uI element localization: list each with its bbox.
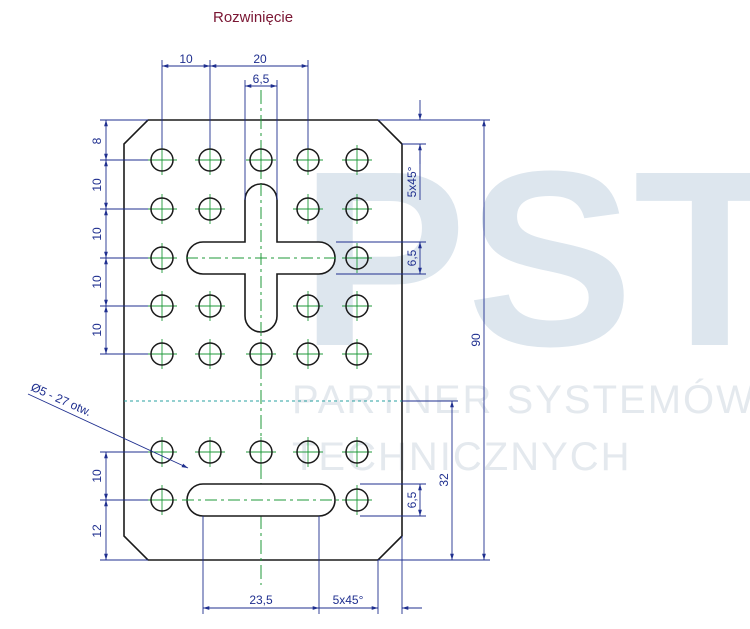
- hole: [293, 437, 323, 467]
- hole: [246, 339, 276, 369]
- hole: [147, 291, 177, 321]
- hole: [147, 339, 177, 369]
- hole: [342, 291, 372, 321]
- dim-slot-width-top: 6,5: [253, 72, 270, 86]
- watermark-logo: PST: [300, 119, 750, 398]
- hole: [246, 437, 276, 467]
- hole: [342, 339, 372, 369]
- hole: [293, 145, 323, 175]
- hole: [293, 291, 323, 321]
- dim-slot-width-cross: 6,5: [405, 249, 419, 266]
- hole: [147, 243, 177, 273]
- hole: [342, 243, 372, 273]
- hole: [342, 194, 372, 224]
- dim-height-lower: 32: [437, 473, 451, 487]
- dim-hole-spacing-h2: 20: [253, 52, 267, 66]
- dim-row-spacing-2: 10: [90, 227, 104, 241]
- dim-height-total: 90: [469, 333, 483, 347]
- hole: [195, 194, 225, 224]
- watermark-line2: TECHNICZNYCH: [292, 435, 632, 479]
- dim-chamfer-bottom: 5x45°: [333, 593, 364, 607]
- dim-slot-length-bottom: 23,5: [249, 593, 273, 607]
- hole: [147, 145, 177, 175]
- dim-row-spacing-bottom: 10: [90, 469, 104, 483]
- hole: [195, 291, 225, 321]
- hole: [147, 485, 177, 515]
- hole: [246, 145, 276, 175]
- hole: [195, 339, 225, 369]
- hole: [147, 194, 177, 224]
- dim-chamfer-top: 5x45°: [405, 166, 419, 197]
- watermark: PST PARTNER SYSTEMÓW TECHNICZNYCH: [292, 119, 750, 479]
- dim-row-spacing-1: 10: [90, 178, 104, 192]
- dim-hole-spacing-h: 10: [179, 52, 193, 66]
- hole: [342, 485, 372, 515]
- hole: [293, 339, 323, 369]
- hole: [342, 145, 372, 175]
- hole-pattern: [147, 145, 372, 515]
- dim-slot-width-bottom: 6,5: [405, 491, 419, 508]
- hole: [342, 437, 372, 467]
- hole: [293, 194, 323, 224]
- dim-row-spacing-3: 10: [90, 275, 104, 289]
- dim-edge-top: 8: [90, 137, 104, 144]
- drawing-title: Rozwinięcie: [213, 9, 293, 26]
- dim-edge-bottom: 12: [90, 524, 104, 538]
- hole: [147, 437, 177, 467]
- dimension-lines: [27, 60, 490, 614]
- hole: [195, 145, 225, 175]
- watermark-line1: PARTNER SYSTEMÓW: [292, 377, 750, 422]
- dim-hole-callout: Ø5 - 27 otw.: [29, 380, 94, 419]
- cross-slot: [186, 183, 336, 333]
- hole: [195, 437, 225, 467]
- dim-row-spacing-4: 10: [90, 323, 104, 337]
- bottom-slot: [182, 483, 340, 517]
